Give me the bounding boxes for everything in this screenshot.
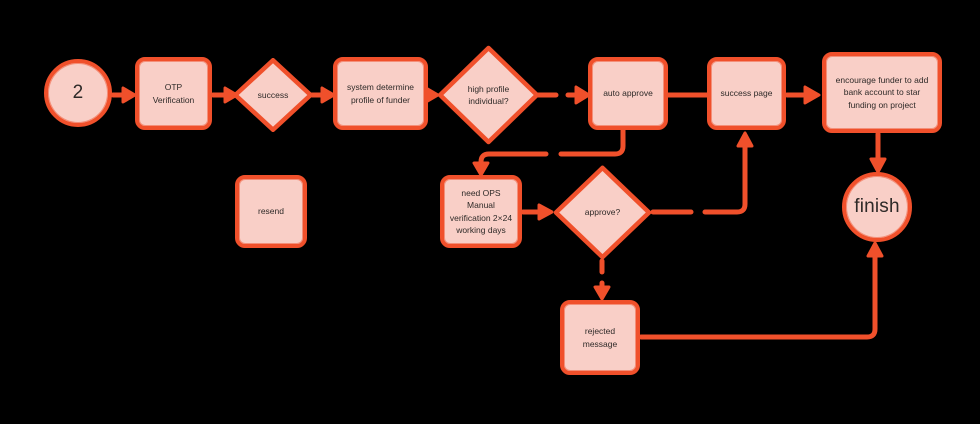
node-auto-approve[interactable]: auto approve <box>588 57 668 130</box>
success-page-label: success page <box>720 88 773 99</box>
node-start-step-2[interactable]: 2 <box>44 59 112 127</box>
edge-approve-to-rejected-dashed <box>593 258 611 301</box>
node-finish[interactable]: finish <box>842 172 912 242</box>
rejected-message-label: rejected message <box>582 326 618 349</box>
system-determine-profile-label: system determine profile of funder <box>346 82 415 105</box>
edge-otp-to-success <box>210 86 239 104</box>
diamond-shape <box>553 165 652 260</box>
edge-approve-to-successpage-dashed <box>650 131 754 215</box>
node-success-decision[interactable]: success <box>233 58 313 132</box>
auto-approve-label: auto approve <box>603 88 653 99</box>
otp-verification-label: OTP Verification <box>152 82 195 105</box>
node-approve-decision[interactable]: approve? <box>553 165 652 260</box>
edge-encourage-to-finish <box>869 131 887 174</box>
diamond-shape <box>233 58 313 132</box>
success-decision-label: success <box>257 89 289 100</box>
diamond-shape <box>437 45 540 145</box>
node-rejected-message[interactable]: rejected message <box>560 300 640 375</box>
edge-successpage-to-encourage <box>784 85 821 105</box>
edge-highprofile-to-autoapprove-dashed <box>530 85 591 105</box>
edge-needops-to-approve <box>520 203 554 221</box>
high-profile-individual-label: high profile individual? <box>467 83 510 106</box>
edge-autoapprove-to-needops-dashed <box>472 127 626 177</box>
edge-success-to-system <box>309 86 336 104</box>
node-high-profile-individual[interactable]: high profile individual? <box>437 45 540 145</box>
node-success-page[interactable]: success page <box>707 57 786 130</box>
node-otp-verification[interactable]: OTP Verification <box>135 57 212 130</box>
node-need-ops-manual-verification[interactable]: need OPS Manual verification 2×24 workin… <box>440 175 522 248</box>
approve-decision-label: approve? <box>584 207 621 218</box>
edge-start-to-otp <box>110 86 137 104</box>
node-resend[interactable]: resend <box>235 175 307 248</box>
start-step-label: 2 <box>72 82 84 103</box>
finish-label: finish <box>854 196 900 217</box>
resend-label: resend <box>258 206 284 217</box>
node-system-determine-profile[interactable]: system determine profile of funder <box>333 57 428 130</box>
encourage-add-bank-account-label: encourage funder to add bank account to … <box>835 75 929 110</box>
edge-rejected-to-finish <box>638 241 884 340</box>
need-ops-manual-verification-label: need OPS Manual verification 2×24 workin… <box>449 187 513 235</box>
node-encourage-add-bank-account[interactable]: encourage funder to add bank account to … <box>822 52 942 133</box>
